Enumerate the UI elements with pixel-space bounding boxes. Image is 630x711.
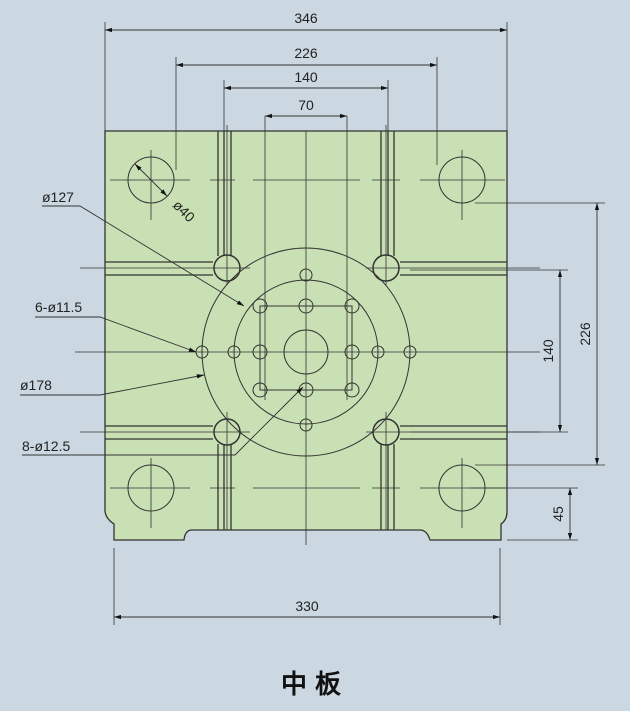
center-lines xyxy=(75,116,540,545)
leader-127 xyxy=(42,205,245,307)
dim-226-v-label: 226 xyxy=(577,322,593,346)
grooves xyxy=(105,131,507,530)
dim-140-label: 140 xyxy=(294,69,318,85)
leader-178 xyxy=(20,374,205,396)
callout-12-5: 8-ø12.5 xyxy=(22,438,70,454)
dim-70-label: 70 xyxy=(298,97,314,113)
dim-226-label: 226 xyxy=(294,45,318,61)
callout-127: ø127 xyxy=(42,189,74,205)
dim-140-v-label: 140 xyxy=(540,339,556,363)
dim-40 xyxy=(134,163,168,197)
dim-45-label: 45 xyxy=(550,506,566,522)
callout-178: ø178 xyxy=(20,377,52,393)
dim-346-label: 346 xyxy=(294,10,318,26)
leader-11-5 xyxy=(35,316,197,353)
callout-11-5: 6-ø11.5 xyxy=(35,299,82,315)
drawing-title: 中板 xyxy=(280,670,349,700)
dim-330-label: 330 xyxy=(295,598,319,614)
leader-12-5 xyxy=(22,386,304,456)
